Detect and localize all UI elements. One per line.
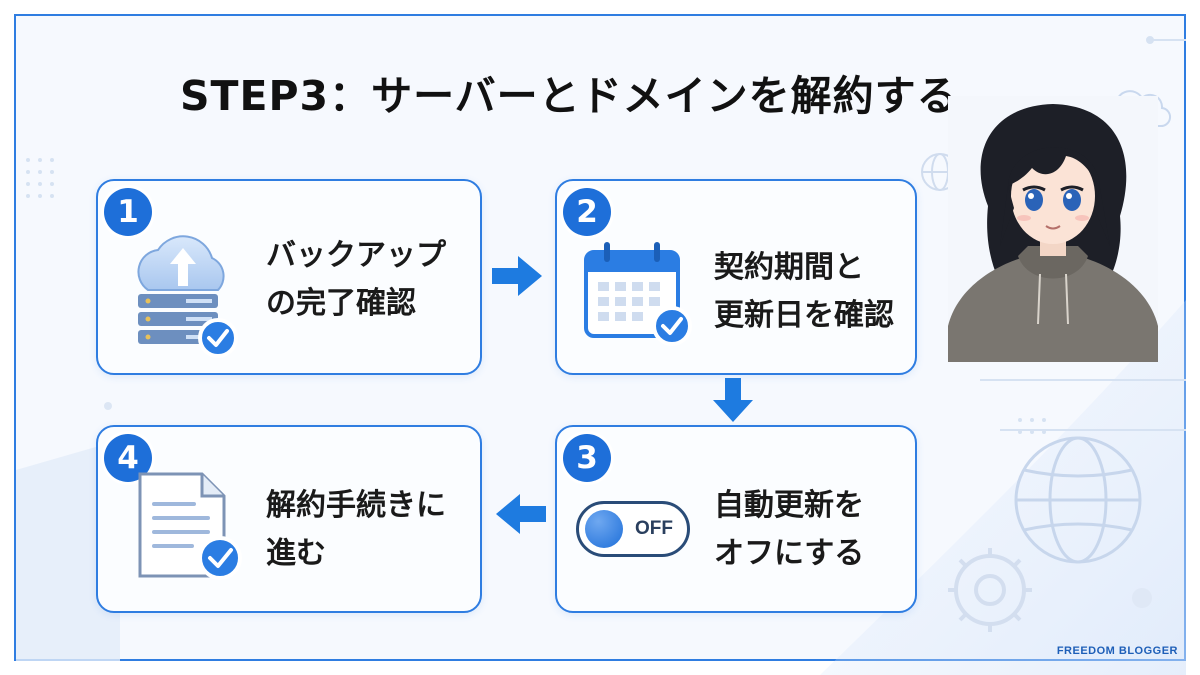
- toggle-off-icon: OFF: [576, 501, 690, 557]
- step-label-2: 契約期間と 更新日を確認: [714, 250, 894, 333]
- document-check-icon: [138, 472, 242, 580]
- calendar-check-icon: [584, 242, 692, 346]
- step-label-1: バックアップ の完了確認: [266, 238, 446, 321]
- step-number-badge-2: 2: [563, 188, 611, 236]
- toggle-off-text: OFF: [635, 518, 673, 539]
- brand-footer: FREEDOM BLOGGER: [1056, 645, 1178, 657]
- toggle-knob: [585, 510, 623, 548]
- step-number-badge-1: 1: [104, 188, 152, 236]
- arrow-down: [713, 378, 753, 422]
- page-title: STEP3：サーバーとドメインを解約する: [180, 72, 959, 120]
- step-label-4: 解約手続きに 進む: [266, 488, 446, 571]
- cloud-server-check-icon: [137, 235, 238, 358]
- step-label-3: 自動更新を オフにする: [714, 488, 865, 571]
- arrow-right: [492, 256, 542, 296]
- step-number-badge-3: 3: [563, 434, 611, 482]
- character-illustration: [948, 96, 1158, 362]
- arrow-left: [496, 494, 546, 534]
